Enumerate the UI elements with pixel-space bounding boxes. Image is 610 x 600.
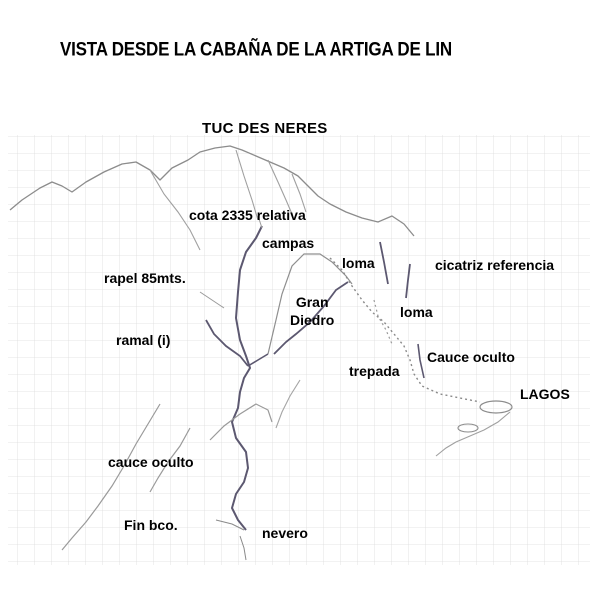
label-lagos: LAGOS: [520, 386, 570, 402]
label-gran-diedro: Gran Diedro: [290, 293, 334, 329]
page-title: VISTA DESDE LA CABAÑA DE LA ARTIGA DE LI…: [60, 38, 452, 60]
slope-left-mid: [149, 427, 191, 493]
grid-paper: [8, 135, 590, 565]
label-gran: Gran: [295, 294, 329, 310]
label-campas: campas: [262, 235, 315, 251]
leader-fin-bco: [215, 519, 245, 531]
ridge-secondary-mid: [235, 149, 259, 221]
label-cauce-oculto-right: Cauce oculto: [427, 349, 515, 365]
ramal-junction: [247, 353, 269, 367]
leader-rapel: [199, 291, 225, 309]
lake-upper: [479, 400, 513, 414]
leader-nevero: [239, 535, 247, 561]
label-diedro: Diedro: [290, 312, 335, 328]
loma-upper-mark: [379, 241, 389, 285]
main-gully: [231, 225, 263, 531]
label-nevero: nevero: [262, 525, 308, 541]
ridge-line: [9, 145, 415, 237]
label-cauce-oculto-left: cauce oculto: [108, 454, 194, 470]
route-dotted-side: [373, 299, 393, 345]
ridge-secondary-right: [291, 173, 307, 213]
leader-cota: [257, 215, 263, 229]
cauce-oculto-right-mark: [417, 343, 425, 379]
label-peak: TUC DES NERES: [202, 120, 328, 137]
label-loma-lower: loma: [400, 304, 433, 320]
label-fin-bco: Fin bco.: [124, 517, 178, 533]
route-dotted: [329, 257, 481, 403]
label-rapel: rapel 85mts.: [104, 270, 186, 286]
diedro-outline: [267, 253, 353, 355]
cicatriz-mark: [405, 263, 411, 299]
diedro-right-branch: [273, 281, 349, 355]
lake-lower: [457, 423, 479, 433]
ridge-secondary-left: [149, 169, 201, 251]
label-cicatriz: cicatriz referencia: [435, 257, 555, 273]
diedro-left-branch: [205, 319, 249, 367]
slope-center: [209, 403, 273, 441]
label-loma-upper: loma: [342, 255, 375, 271]
slope-left-long: [61, 403, 161, 551]
label-cota: cota 2335 relativa: [189, 207, 306, 223]
label-ramal: ramal (i): [116, 332, 171, 348]
ridge-secondary-mid2: [267, 159, 293, 215]
label-trepada: trepada: [349, 363, 400, 379]
lake-shore-line: [435, 411, 511, 457]
slope-right: [275, 379, 301, 429]
